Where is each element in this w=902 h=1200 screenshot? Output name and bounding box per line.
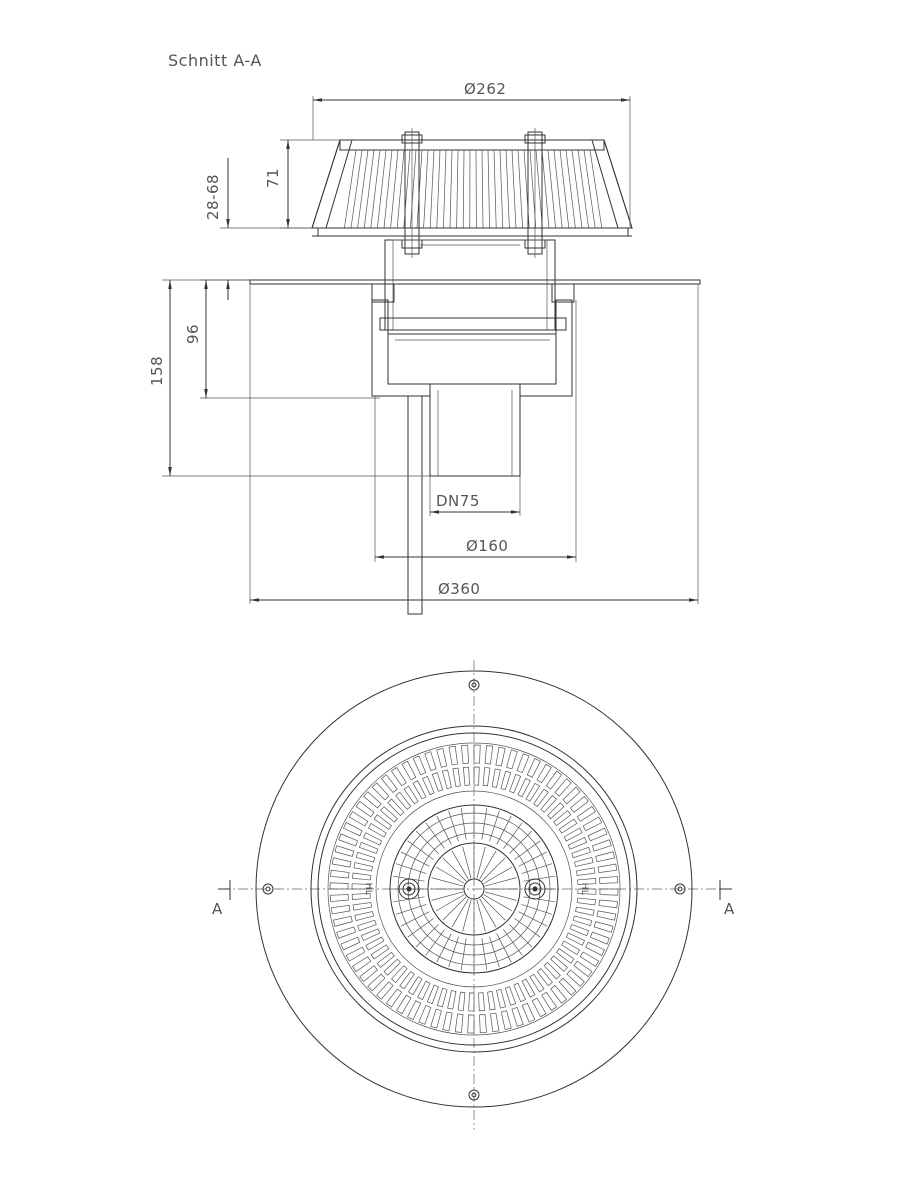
flange-screw-left [262,883,274,895]
leaf-guard-section [311,128,633,258]
dim-label-d160: Ø160 [466,537,508,555]
dim-158: 158 [148,279,430,477]
outer-flange-ring [255,670,693,1108]
dim-label-96: 96 [184,324,202,344]
body-section [371,299,573,615]
dim-label-158: 158 [148,356,166,386]
roof-flange [249,279,701,303]
plan-bolt-right [524,878,546,900]
section-mark-left-label: A [212,900,223,918]
section-marker-left: A [212,880,231,918]
plan-bolt-left [398,878,420,900]
dim-d160: Ø160 [374,300,577,562]
dim-71: 71 [264,139,340,229]
flange-screw-bottom [468,1089,480,1101]
hub-spokes [430,845,518,933]
section-mark-right-label: A [724,900,735,918]
dim-96: 96 [184,279,380,399]
dim-dn75: DN75 [429,476,521,516]
outer-grate-slots [329,744,619,1034]
section-view: Ø262 71 28-68 96 158 [148,80,701,615]
section-title: Schnitt A-A [168,51,262,70]
dim-label-d360: Ø360 [438,580,480,598]
dim-d262: Ø262 [312,80,631,228]
dim-d360: Ø360 [249,284,699,604]
dim-label-dn75: DN75 [436,492,480,510]
riser-section [379,239,567,331]
dim-label-d262: Ø262 [464,80,506,98]
plan-view: HL HL A A [212,660,735,1130]
flange-screw-top [468,679,480,691]
section-marker-right: A [719,880,735,918]
plan-label-hl-right: HL [579,883,589,896]
plan-label-hl-left: HL [363,883,373,896]
dim-label-28-68: 28-68 [204,174,222,220]
dim-label-71: 71 [264,168,282,188]
dim-28-68: 28-68 [204,158,312,300]
flange-screw-right [674,883,686,895]
